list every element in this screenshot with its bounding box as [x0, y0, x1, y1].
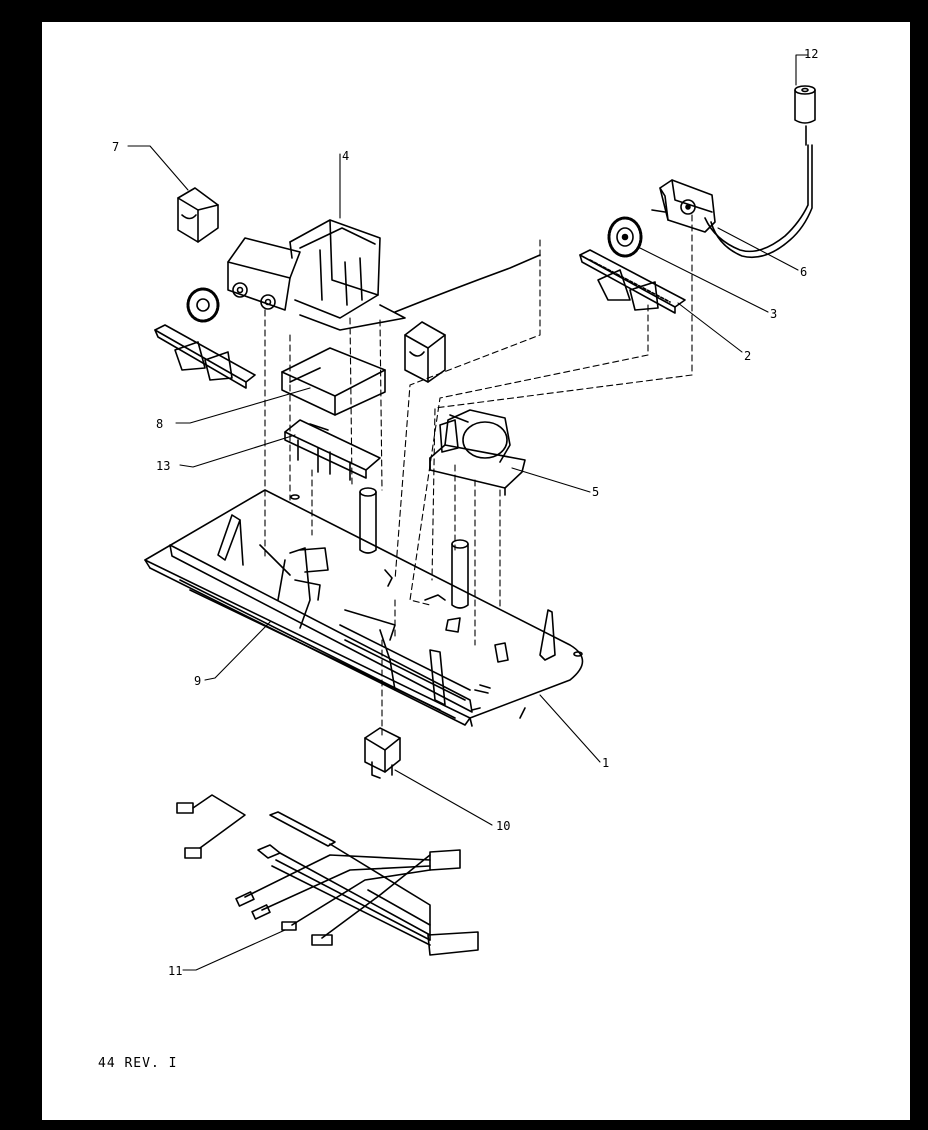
callout-10: 10 [496, 819, 510, 833]
callout-5: 5 [592, 485, 599, 499]
callout-7: 7 [112, 140, 119, 154]
exploded-parts-diagram: 1 2 3 4 5 6 7 8 9 10 11 12 13 [112, 47, 818, 978]
callout-1: 1 [602, 756, 609, 770]
callout-3: 3 [770, 307, 777, 321]
part-11-wire-harness [176, 794, 479, 956]
part-4-left-gear [186, 287, 220, 323]
assembly-dashed-lines [264, 214, 693, 736]
part-2-rack-bar [579, 249, 686, 314]
part-10-switch [364, 727, 401, 779]
part-1-base-plate [144, 487, 584, 727]
part-4-damper-housing [227, 219, 541, 331]
callout-11: 11 [168, 964, 182, 978]
part-6-control-unit [651, 144, 813, 259]
revision-note: 44 REV. I [98, 1056, 178, 1071]
callout-leaders [127, 54, 809, 971]
part-8-heater-pad [281, 347, 386, 416]
part-5-motor-assembly [429, 409, 526, 496]
part-13-bracket [284, 419, 381, 481]
part-4-right-clip-block [404, 321, 446, 383]
part-12-sensor-bulb [794, 85, 816, 146]
callout-13: 13 [156, 459, 170, 473]
callout-4: 4 [342, 149, 349, 163]
callout-8: 8 [156, 417, 163, 431]
part-3-gear [607, 216, 643, 258]
part-7-clip-block [177, 187, 219, 243]
callout-2: 2 [744, 349, 751, 363]
callout-6: 6 [800, 265, 807, 279]
diagram-sheet: 1 2 3 4 5 6 7 8 9 10 11 12 13 44 REV. I [42, 22, 910, 1120]
callout-12: 12 [804, 47, 818, 61]
callout-9: 9 [194, 674, 201, 688]
part-4-left-rack-bar [154, 324, 256, 389]
